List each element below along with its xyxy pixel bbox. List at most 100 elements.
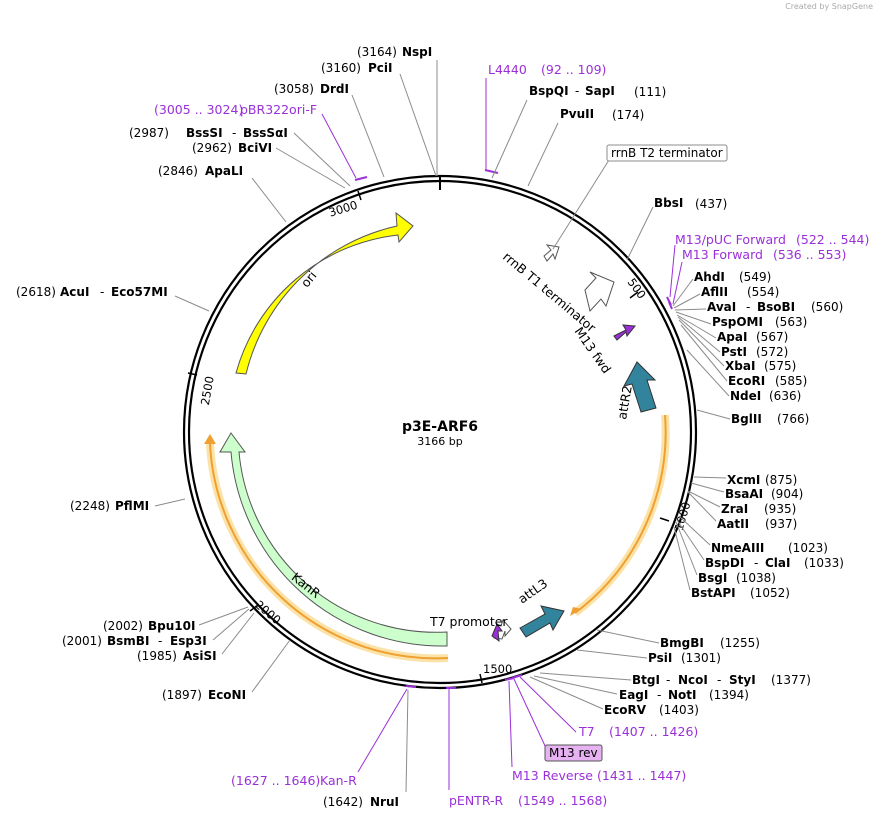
enzyme-bspdi[interactable]: BspDI - ClaI (1033) <box>676 519 844 570</box>
enzyme-nrui[interactable]: (1642) NruI <box>323 689 409 809</box>
enzyme-ecorv[interactable]: EcoRV (1403) <box>529 676 699 717</box>
enzyme-aflii[interactable]: AflII (554) <box>673 285 779 309</box>
enzyme-bcivi[interactable]: (2962) BciVI <box>192 141 346 189</box>
enzyme-econi[interactable]: (1897) EcoNI <box>162 639 291 702</box>
enzyme-bglii[interactable]: BglII (766) <box>696 409 809 426</box>
enzyme-eagi[interactable]: EagI - NotI (1394) <box>533 675 749 702</box>
enzyme-btgi[interactable]: BtgI - NcoI - StyI (1377) <box>539 672 811 687</box>
enzyme-xbai[interactable]: XbaI (575) <box>678 319 796 373</box>
enzyme-pos-ndei: (636) <box>769 389 801 403</box>
primer-m13-reverse[interactable]: M13 Reverse (1431 .. 1447) <box>508 680 686 783</box>
primer-m13-forward[interactable]: M13 Forward (536 .. 553) <box>672 247 846 305</box>
enzyme-ahdi[interactable]: AhdI (549) <box>672 270 771 307</box>
primer-pentr-r[interactable]: pENTR-R (1549 .. 1568) <box>448 689 607 808</box>
enzyme-name-bbsi: BbsI <box>654 196 683 210</box>
primer-name-m13-reverse: M13 Reverse <box>512 768 593 783</box>
enzyme-pcii[interactable]: (3160) PciI <box>321 61 437 177</box>
enzyme-name-bstapi: BstAPI <box>691 586 736 600</box>
watermark-brand: SnapGene <box>831 2 873 11</box>
primer-pbr322ori-f[interactable]: (3005 .. 3024) pBR322ori-F <box>154 102 357 179</box>
enzyme-name-bsaai: BsaAI <box>725 487 763 501</box>
primer-m13-puc-forward[interactable]: M13/pUC Forward (522 .. 544) <box>669 232 869 298</box>
enzyme-psii[interactable]: PsiI (1301) <box>576 649 721 665</box>
enzyme-nspi[interactable]: (3164) NspI <box>357 45 438 176</box>
enzyme-name-asisi: AsiSI <box>183 649 217 663</box>
enzyme-name-bpu10i: Bpu10I <box>148 619 195 633</box>
enzyme-psti[interactable]: PstI (572) <box>677 316 788 359</box>
tick-mark-3000 <box>357 190 362 201</box>
enzyme-name-psti: PstI <box>721 345 747 359</box>
enzyme-bspqi[interactable]: BspQI - SapI (111) <box>491 84 666 179</box>
enzyme-pspomi[interactable]: PspOMI (563) <box>675 311 807 329</box>
feature-kanr[interactable]: KanR <box>219 432 448 647</box>
enzyme-ecori[interactable]: EcoRI (585) <box>680 324 807 388</box>
enzyme-pos-apali: (2846) <box>158 164 198 178</box>
feature-rrnb-t2-label[interactable]: rrnB T2 terminator <box>552 144 728 250</box>
feature-m13-fwd[interactable]: M13 fwd <box>572 324 636 376</box>
enzyme-bbsi[interactable]: BbsI (437) <box>626 196 727 261</box>
primer-name-pentr-r: pENTR-R <box>449 793 504 808</box>
primer-t7[interactable]: T7 (1407 .. 1426) <box>519 676 698 739</box>
primer-m13-rev[interactable]: M13 rev <box>513 678 603 762</box>
feature-label-t7-promoter: T7 promoter <box>429 614 508 629</box>
enzyme-name-ndei: NdeI <box>730 389 761 403</box>
enzyme-drdi[interactable]: (3058) DrdI <box>274 82 385 178</box>
feature-label-m13-fwd: M13 fwd <box>572 324 615 376</box>
enzyme-bpu10i[interactable]: (2002) Bpu10I <box>103 606 249 633</box>
enzyme-aatii[interactable]: AatII (937) <box>687 491 797 531</box>
enzyme-xcmi[interactable]: XcmI (875) <box>693 473 797 487</box>
enzyme-name-apai: ApaI <box>717 330 747 344</box>
primer-range-pentr-r: (1549 .. 1568) <box>518 793 607 808</box>
feature-rrnb-t1[interactable]: rrnB T1 terminator <box>500 249 615 336</box>
feature-attr2[interactable]: attR2 <box>614 361 657 421</box>
enzyme-apali[interactable]: (2846) ApaLI <box>158 164 287 223</box>
enzyme-name2-acui: Eco57MI <box>111 285 168 299</box>
enzyme-bsaai[interactable]: BsaAI (904) <box>690 482 803 501</box>
enzyme-name3-btgi: StyI <box>729 673 756 687</box>
enzyme-name-bsmbi: BsmBI <box>107 634 149 648</box>
enzyme-pos-aflii: (554) <box>747 285 779 299</box>
watermark-prefix: Created by <box>785 2 830 11</box>
enzyme-bmgbi[interactable]: BmgBI (1255) <box>596 629 760 650</box>
enzyme-pvuii[interactable]: PvuII (174) <box>527 107 644 187</box>
enzyme-name-apali: ApaLI <box>205 164 243 178</box>
feature-ori[interactable]: ori <box>235 211 414 375</box>
enzyme-pos-pcii: (3160) <box>321 61 361 75</box>
enzyme-name-bspdi: BspDI <box>705 556 744 570</box>
enzyme-avai[interactable]: AvaI - BsoBI (560) <box>674 300 843 314</box>
enzyme-ndei[interactable]: NdeI (636) <box>686 349 801 403</box>
svg-text:-: - <box>575 84 579 98</box>
enzyme-asisi[interactable]: (1985) AsiSI <box>137 612 255 663</box>
enzyme-name2-bsmbi: Esp3I <box>170 634 207 648</box>
enzyme-pos-bsmbi: (2001) <box>62 634 102 648</box>
feature-t7-promoter[interactable]: T7 promoter <box>429 614 512 643</box>
primer-name-l4440: L4440 <box>488 62 527 77</box>
primer-l4440[interactable]: L4440 (92 .. 109) <box>485 62 606 170</box>
enzyme-pflmi[interactable]: (2248) PflMI <box>70 498 186 513</box>
enzyme-pos-xbai: (575) <box>764 359 796 373</box>
enzyme-bsgi[interactable]: BsgI (1038) <box>675 521 776 585</box>
enzyme-bstapi[interactable]: BstAPI (1052) <box>673 526 790 600</box>
enzyme-pos-bpu10i: (2002) <box>103 619 143 633</box>
enzyme-name-bglii: BglII <box>731 412 762 426</box>
enzyme-nmeaiii[interactable]: NmeAIII (1023) <box>678 515 828 555</box>
enzyme-pos-bspdi: (1033) <box>804 556 844 570</box>
enzyme-name-nspi: NspI <box>402 45 432 59</box>
enzyme-zrai[interactable]: ZraI (935) <box>687 490 796 516</box>
enzyme-bsssi[interactable]: (2987) BssSI - BssSαI <box>129 126 351 187</box>
primer-name-pbr322ori-f: pBR322ori-F <box>240 102 317 117</box>
enzyme-bsmbi[interactable]: (2001) BsmBI - Esp3I <box>62 608 250 648</box>
plasmid-name: p3E-ARF6 <box>402 419 478 435</box>
primer-kan-r[interactable]: (1627 .. 1646) Kan-R <box>231 688 408 788</box>
enzyme-name-pflmi: PflMI <box>115 499 149 513</box>
enzyme-pos-pvuii: (174) <box>612 108 644 122</box>
enzyme-acui[interactable]: (2618) AcuI - Eco57MI <box>16 285 210 312</box>
feature-attl3[interactable]: attL3 <box>515 576 565 638</box>
enzyme-apai[interactable]: ApaI (567) <box>676 314 788 344</box>
enzyme-name-pcii: PciI <box>368 61 393 75</box>
enzyme-name-nrui: NruI <box>370 795 399 809</box>
enzyme-pos-btgi: (1377) <box>771 673 811 687</box>
primer-range-m13-puc-forward: (522 .. 544) <box>796 232 869 247</box>
feature-label-attr2: attR2 <box>614 384 635 420</box>
primer-name-t7: T7 <box>578 724 595 739</box>
